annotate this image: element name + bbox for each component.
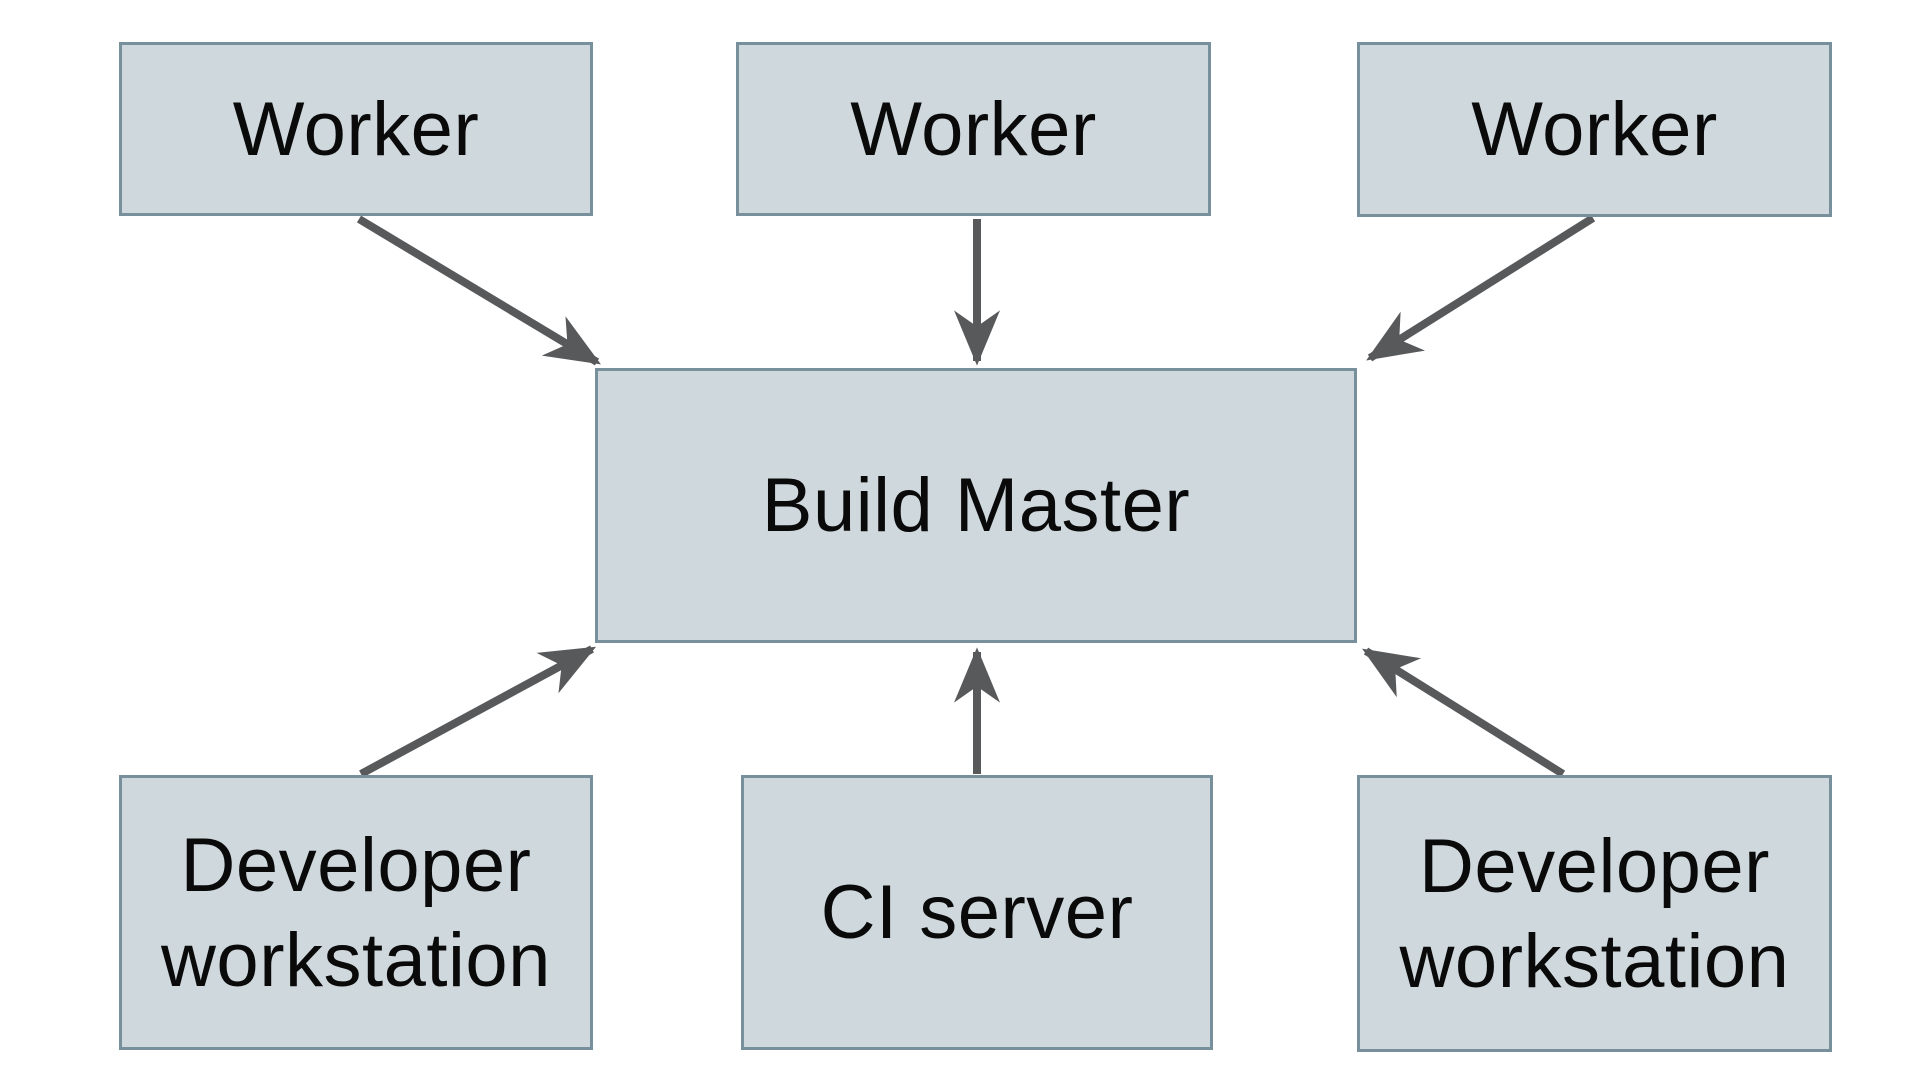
arrow-worker-right-to-build-master: [1366, 214, 1596, 362]
node-worker-right: Worker: [1357, 42, 1832, 217]
arrow-dev-workstation-left-to-build-master: [359, 645, 597, 778]
node-ci-server: CI server: [741, 775, 1213, 1050]
node-worker-middle-label: Worker: [850, 86, 1097, 172]
node-worker-right-label: Worker: [1471, 87, 1718, 172]
node-build-master-label: Build Master: [761, 463, 1191, 548]
node-developer-workstation-right: Developer workstation: [1357, 775, 1832, 1052]
node-worker-left: Worker: [119, 42, 593, 216]
node-worker-middle: Worker: [736, 42, 1211, 216]
node-ci-server-label: CI server: [820, 870, 1134, 955]
arrow-dev-workstation-right-to-build-master: [1362, 647, 1566, 778]
node-developer-workstation-left: Developer workstation: [119, 775, 593, 1050]
arrow-worker-left-to-build-master: [356, 215, 601, 366]
node-worker-left-label: Worker: [232, 86, 480, 172]
node-developer-workstation-left-label: Developer workstation: [161, 822, 551, 1003]
node-developer-workstation-right-label: Developer workstation: [1399, 823, 1790, 1004]
node-build-master: Build Master: [595, 368, 1357, 643]
